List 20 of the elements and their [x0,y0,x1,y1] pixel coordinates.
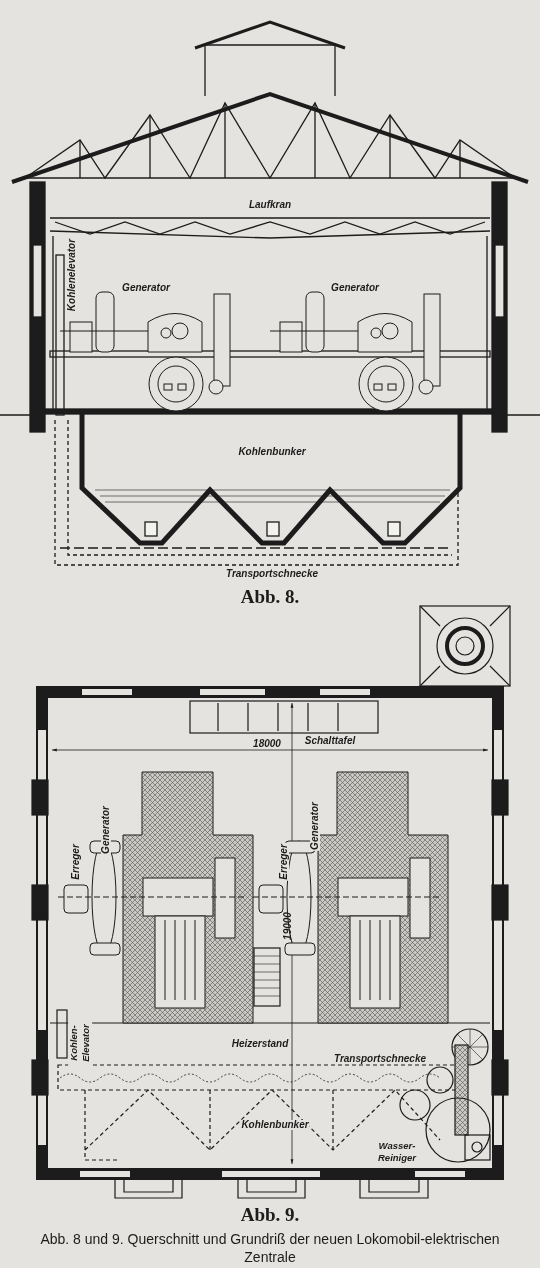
part-label: Generator [101,805,111,855]
part-label: Erreger [279,843,289,881]
part-label: Laufkran [247,200,293,210]
part-label: Kohlenbunker [237,447,307,457]
part-label: Erreger [71,843,81,881]
figure-number: Abb. 8. [240,584,300,609]
part-label: Transportschnecke [224,569,320,579]
figure-caption: Abb. 8 und 9. Querschnitt und Grundriß der neuen Lokomobil-elektrischen Zentrale [40,1230,500,1266]
figure-number: Abb. 9. [240,1202,300,1227]
part-label: Heizerstand [230,1039,290,1049]
part-label: Generator [310,801,320,851]
dimension-label: 18000 [253,739,281,749]
part-label: Generator [121,283,171,293]
part-label: Kohlenelevator [67,237,77,313]
part-label: Kohlenbunker [240,1120,310,1130]
part-label: Schalttafel [303,736,357,746]
part-label: Wasser-Reiniger [375,1140,419,1164]
dimension-label: 19000 [283,912,293,940]
part-label: Transportschnecke [332,1054,428,1064]
part-label: Generator [330,283,380,293]
